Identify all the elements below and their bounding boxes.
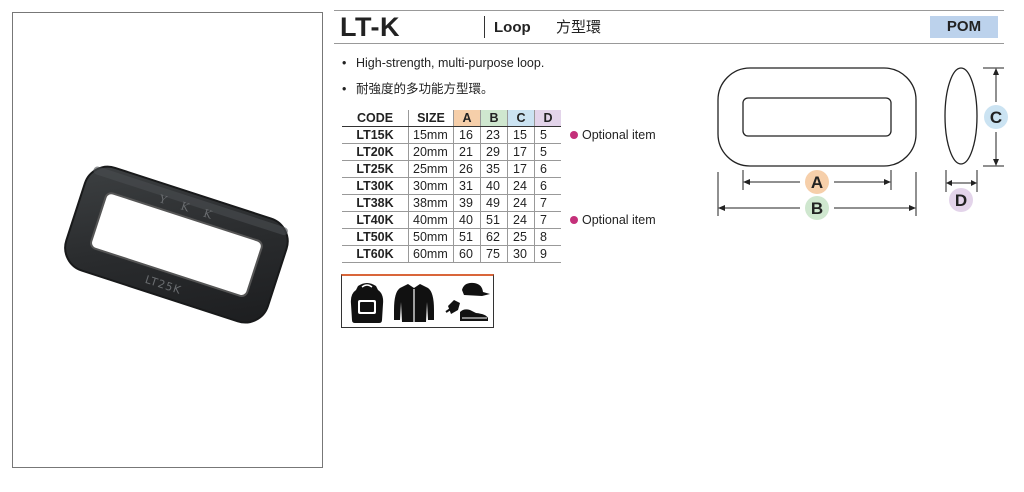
loop-outline-side [944,67,978,165]
cell-b: 23 [480,126,508,144]
cell-a: 51 [453,228,481,246]
cell-a: 31 [453,177,481,195]
optional-dot-icon [570,215,578,224]
cell-c: 24 [507,194,535,212]
usage-icons [341,274,494,328]
cell-a: 39 [453,194,481,212]
jacket-icon [394,284,434,322]
cell-b: 40 [480,177,508,195]
cell-c: 30 [507,245,535,263]
cell-b: 62 [480,228,508,246]
product-name: Loop [494,19,531,36]
optional-note: Optional item [570,127,656,143]
cell-a: 21 [453,143,481,161]
cell-code: LT20K [342,143,409,161]
cell-a: 26 [453,160,481,178]
cell-size: 15mm [408,126,454,144]
cell-d: 8 [534,228,561,246]
cell-b: 75 [480,245,508,263]
optional-note-text: Optional item [582,213,656,227]
cell-d: 6 [534,177,561,195]
product-photo: Y K K LT25K [12,12,323,468]
cell-b: 51 [480,211,508,229]
cell-c: 15 [507,126,535,144]
col-header-b: B [480,110,508,127]
col-header-a: A [453,110,481,127]
col-header-size: SIZE [408,110,454,127]
optional-note-text: Optional item [582,128,656,142]
optional-note: Optional item [570,212,656,228]
cell-code: LT15K [342,126,409,144]
cell-d: 9 [534,245,561,263]
cell-size: 20mm [408,143,454,161]
cell-c: 17 [507,160,535,178]
cell-code: LT60K [342,245,409,263]
dim-d-label: D [955,191,967,210]
loop-photo-image: Y K K LT25K [64,165,289,324]
cell-b: 29 [480,143,508,161]
cell-size: 25mm [408,160,454,178]
backpack-icon [350,283,384,323]
cell-code: LT50K [342,228,409,246]
cell-b: 35 [480,160,508,178]
product-header: LT-K Loop 方型環 POM [334,10,1004,44]
product-code: LT-K [340,12,400,42]
cell-d: 7 [534,211,561,229]
feature-item: 耐強度的多功能方型環。 [342,81,544,107]
cell-c: 17 [507,143,535,161]
cell-size: 30mm [408,177,454,195]
dim-b-label: B [811,199,823,218]
cell-size: 38mm [408,194,454,212]
material-badge: POM [930,16,998,38]
dim-a-badge [805,170,829,194]
dim-b-badge [805,196,829,220]
feature-item: High-strength, multi-purpose loop. [342,55,544,81]
cell-c: 24 [507,211,535,229]
dimension-lines [717,67,1004,216]
header-divider [484,16,485,38]
product-name-cn: 方型環 [556,19,602,36]
col-header-d: D [534,110,561,127]
cell-code: LT25K [342,160,409,178]
cell-code: LT38K [342,194,409,212]
cell-d: 5 [534,126,561,144]
cell-c: 24 [507,177,535,195]
cell-d: 7 [534,194,561,212]
cell-size: 50mm [408,228,454,246]
cell-size: 60mm [408,245,454,263]
feature-list: High-strength, multi-purpose loop. 耐強度的多… [342,55,544,107]
optional-dot-icon [570,130,578,139]
dim-c-label: C [990,108,1002,127]
cell-a: 60 [453,245,481,263]
loop-outline-front [717,67,917,167]
cell-code: LT40K [342,211,409,229]
cell-size: 40mm [408,211,454,229]
cell-code: LT30K [342,177,409,195]
loop-opening [742,97,892,137]
dim-c-badge [984,105,1008,129]
cell-a: 16 [453,126,481,144]
cell-c: 25 [507,228,535,246]
dim-d-badge [949,188,973,212]
col-header-c: C [507,110,535,127]
col-header-code: CODE [342,110,409,127]
dim-a-label: A [811,173,823,192]
cap-glove-shoe-icon [445,282,490,321]
table-header-row: CODE SIZE A B C D [342,110,561,127]
cell-b: 49 [480,194,508,212]
cell-d: 5 [534,143,561,161]
cell-a: 40 [453,211,481,229]
cell-d: 6 [534,160,561,178]
